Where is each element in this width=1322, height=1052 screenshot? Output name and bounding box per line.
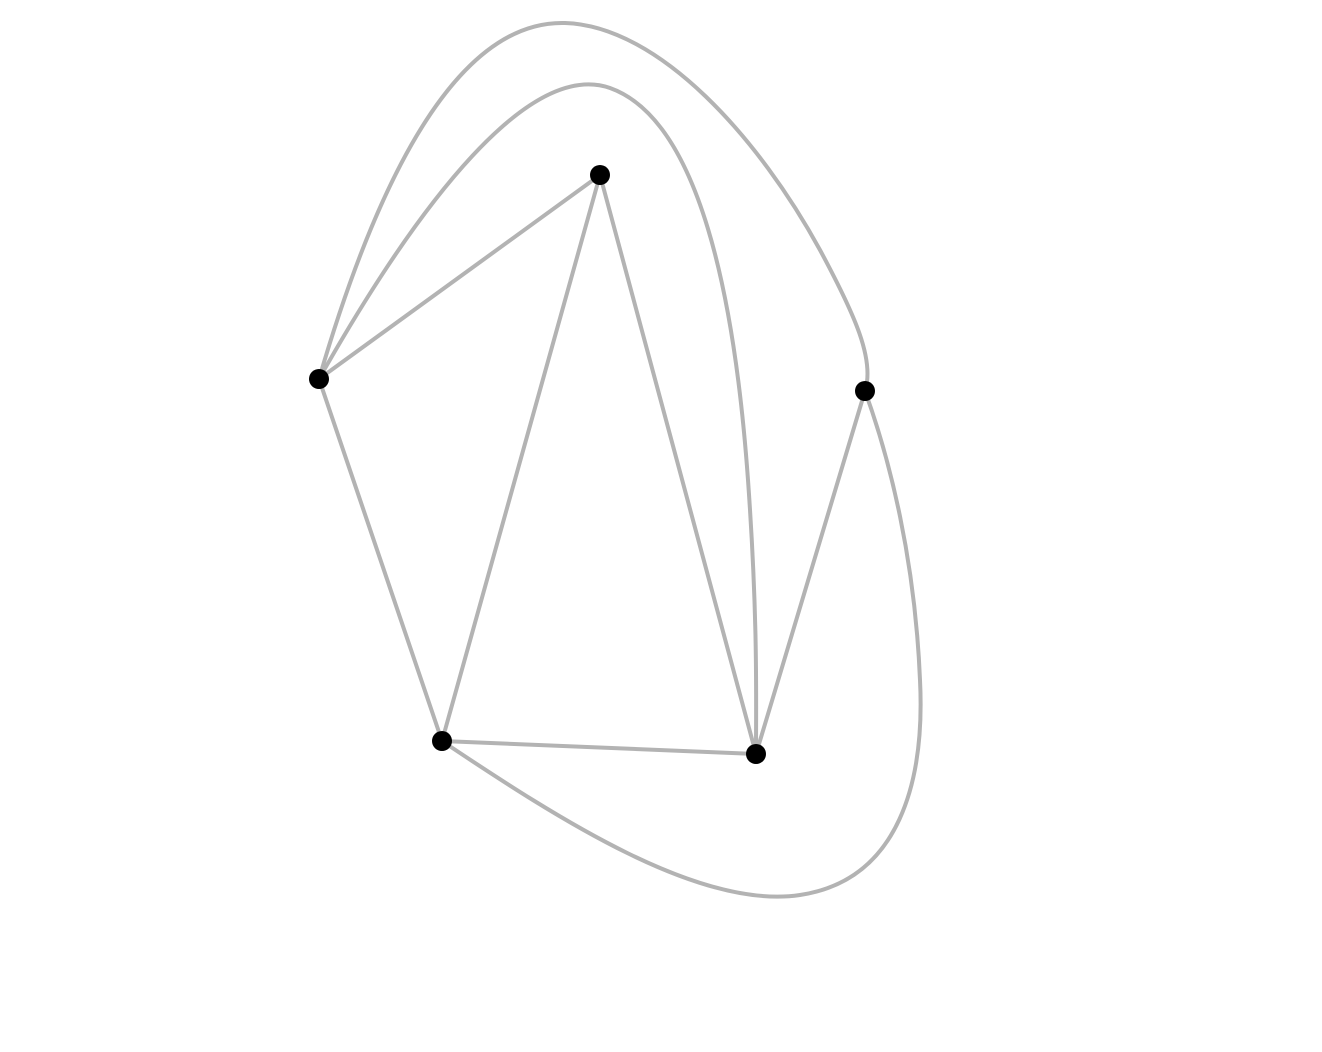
edges-layer bbox=[317, 20, 923, 899]
edge-C-E bbox=[440, 389, 923, 899]
node-E bbox=[855, 381, 875, 401]
edge-B-A bbox=[317, 173, 602, 381]
edge-A-C bbox=[440, 173, 602, 743]
node-A bbox=[590, 165, 610, 185]
node-D bbox=[746, 744, 766, 764]
edge-A-D bbox=[598, 173, 758, 756]
node-B bbox=[309, 369, 329, 389]
edge-C-D bbox=[440, 739, 758, 756]
edge-D-E bbox=[754, 389, 867, 756]
node-C bbox=[432, 731, 452, 751]
edge-B-C bbox=[317, 377, 444, 743]
nodes-layer bbox=[309, 165, 875, 764]
edge-B-D bbox=[317, 82, 759, 756]
edge-B-E bbox=[317, 20, 870, 393]
